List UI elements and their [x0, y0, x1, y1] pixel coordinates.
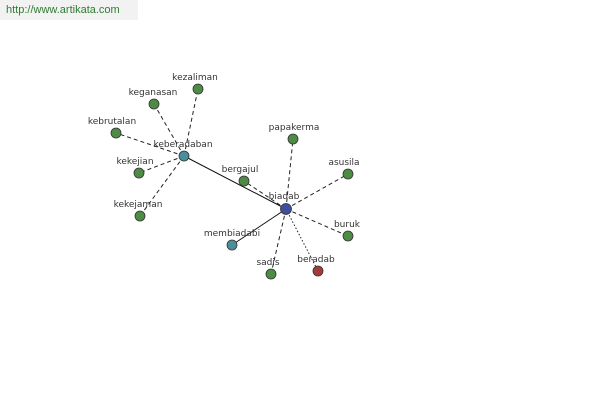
node-sadis[interactable]: [265, 268, 277, 280]
edge-layer: [115, 88, 349, 275]
edge-biadab-beradab: [285, 208, 319, 272]
node-label-keberadaban[interactable]: keberadaban: [153, 140, 212, 150]
node-biadab[interactable]: [280, 203, 292, 215]
node-bergajul[interactable]: [238, 175, 250, 187]
node-keganasan[interactable]: [148, 98, 160, 110]
node-label-kebrutalan[interactable]: kebrutalan: [88, 117, 136, 127]
watermark-url: http://www.artikata.com: [6, 4, 120, 16]
edge-biadab-membiadabi: [231, 208, 287, 246]
edge-keberadaban-kekejaman: [139, 155, 185, 217]
edge-biadab-keberadaban: [183, 155, 287, 210]
node-asusila[interactable]: [342, 168, 354, 180]
node-label-kekejaman[interactable]: kekejaman: [114, 200, 163, 210]
node-kebrutalan[interactable]: [110, 127, 122, 139]
node-kekejian[interactable]: [133, 167, 145, 179]
node-label-bergajul[interactable]: bergajul: [222, 165, 259, 175]
node-label-beradab[interactable]: beradab: [297, 255, 335, 265]
node-keberadaban[interactable]: [178, 150, 190, 162]
node-beradab[interactable]: [312, 265, 324, 277]
edge-biadab-papakerma: [285, 138, 294, 210]
edge-keberadaban-kekejian: [138, 155, 185, 174]
edge-biadab-asusila: [285, 173, 349, 210]
node-label-kezaliman[interactable]: kezaliman: [172, 73, 218, 83]
node-label-biadab[interactable]: biadab: [269, 192, 300, 202]
node-label-asusila[interactable]: asusila: [328, 158, 359, 168]
edge-biadab-buruk: [285, 208, 349, 237]
node-kekejaman[interactable]: [134, 210, 146, 222]
edge-biadab-bergajul: [243, 180, 287, 210]
node-buruk[interactable]: [342, 230, 354, 242]
node-label-kekejian[interactable]: kekejian: [116, 157, 153, 167]
node-label-sadis[interactable]: sadis: [256, 258, 279, 268]
node-label-buruk[interactable]: buruk: [334, 220, 361, 230]
node-label-membiadabi[interactable]: membiadabi: [204, 229, 260, 239]
edge-keberadaban-keganasan: [153, 103, 185, 157]
edge-keberadaban-kezaliman: [183, 88, 199, 157]
node-label-keganasan[interactable]: keganasan: [129, 88, 178, 98]
edge-keberadaban-kebrutalan: [115, 132, 185, 157]
node-kezaliman[interactable]: [192, 83, 204, 95]
label-layer: biadab keberadaban membiadabi bergajul papak…: [88, 73, 361, 268]
node-label-papakerma[interactable]: papakerma: [269, 123, 320, 133]
node-membiadabi[interactable]: [226, 239, 238, 251]
node-layer: [110, 83, 354, 280]
watermark-banner: http://www.artikata.com: [0, 0, 138, 20]
node-papakerma[interactable]: [287, 133, 299, 145]
